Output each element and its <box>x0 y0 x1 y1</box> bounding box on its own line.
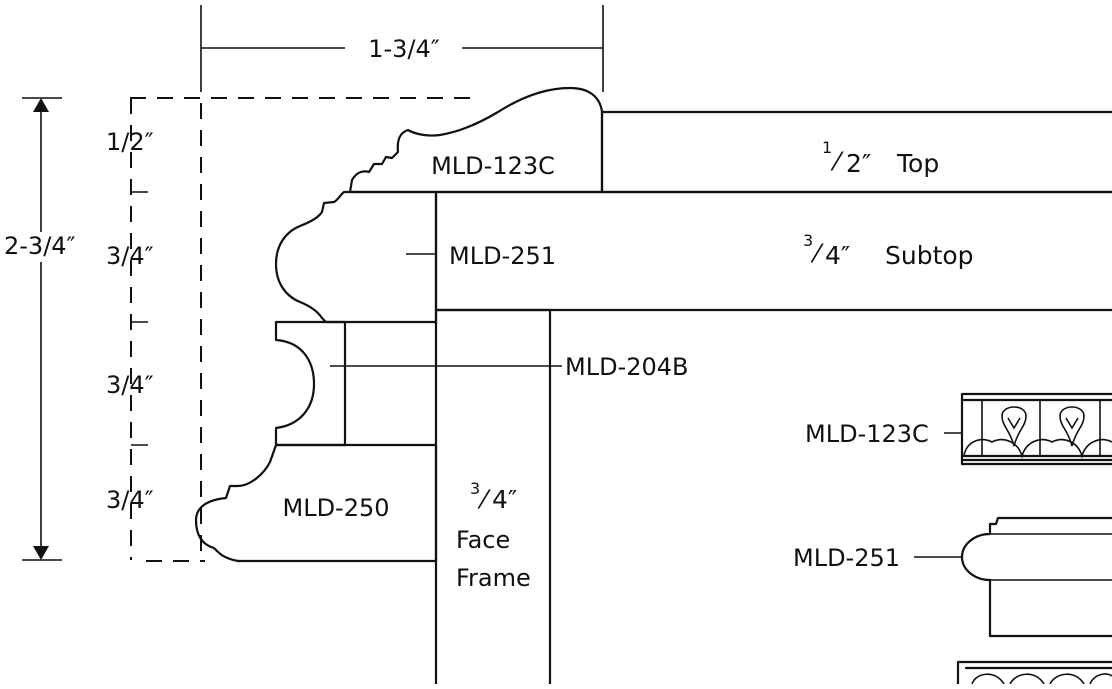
arrowhead-down <box>33 546 49 560</box>
face-frame-line2: Frame <box>456 564 531 592</box>
detail-1-dividers <box>981 400 1101 456</box>
width-dimension-label: 1-3/4″ <box>368 35 440 63</box>
height-dimension: 2-3/4″ <box>4 97 76 561</box>
detail-carved-molding <box>956 660 1112 686</box>
dashed-outline <box>130 97 480 562</box>
face-frame-label: 3 ⁄ 4″ <box>470 479 517 514</box>
subtop-molding-profile <box>274 190 438 324</box>
arrowhead-up <box>33 98 49 112</box>
inset-molding-profile <box>274 320 347 447</box>
detail-ornament-molding: MLD-123C <box>805 392 1112 466</box>
detail-3-outline <box>956 660 1112 686</box>
detail-1-label: MLD-123C <box>805 420 929 448</box>
detail-2-label: MLD-251 <box>793 544 900 572</box>
top-molding-label: MLD-123C <box>431 152 555 180</box>
detail-2-edge-lines <box>990 533 1112 581</box>
segment-label-2: 3/4″ <box>106 242 154 270</box>
detail-1-leaf-2 <box>1059 406 1085 447</box>
segment-label-1: 1/2″ <box>106 128 154 156</box>
top-molding-profile <box>348 86 604 194</box>
base-molding-profile <box>194 443 438 563</box>
inset-molding-label: MLD-204B <box>565 353 689 381</box>
detail-1-leaf-1 <box>1001 406 1027 447</box>
segment-label-4: 3/4″ <box>106 486 154 514</box>
height-dimension-label: 2-3/4″ <box>4 232 76 260</box>
detail-bullnose-molding: MLD-251 <box>793 516 1112 638</box>
segment-label-3: 3/4″ <box>106 371 154 399</box>
detail-3-arcs <box>971 673 1112 685</box>
subtop-panel-label: 3 ⁄ 4″ Subtop <box>803 231 974 270</box>
subtop-molding-label: MLD-251 <box>449 242 556 270</box>
width-dimension: 1-3/4″ <box>200 5 604 92</box>
segment-ruler: 1/2″ 3/4″ 3/4″ 3/4″ <box>106 128 154 514</box>
detail-1-egg-row <box>963 438 1112 459</box>
face-frame-panel <box>434 308 552 686</box>
detail-2-outline <box>960 516 1112 638</box>
face-frame-line1: Face <box>456 526 510 554</box>
base-molding-label: MLD-250 <box>282 494 389 522</box>
top-panel-label: 1 ⁄ 2″ Top <box>822 138 939 178</box>
detail-1-outline <box>960 392 1112 466</box>
